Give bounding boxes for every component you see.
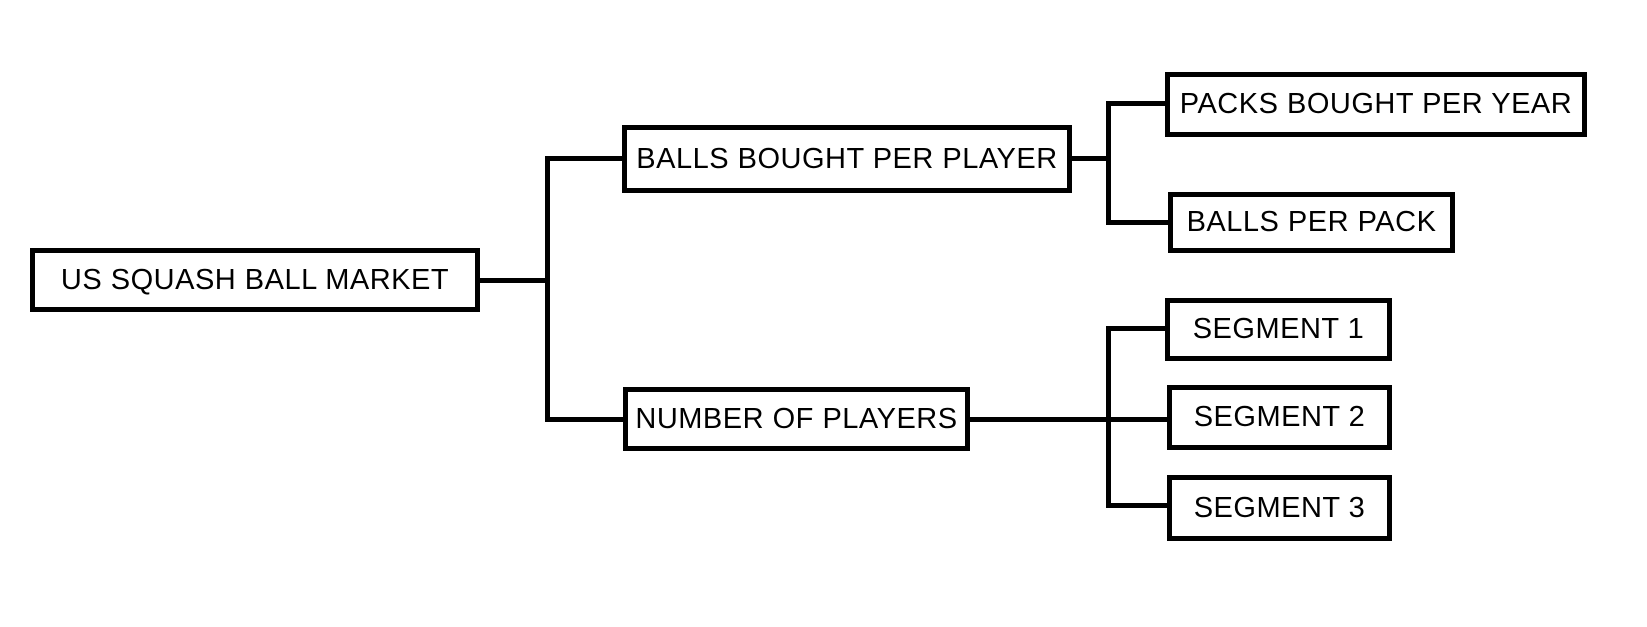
node-packs-bought-per-year: PACKS BOUGHT PER YEAR <box>1165 72 1587 137</box>
connector-branch-number-of-players <box>545 417 626 422</box>
connector-branch-packs-bought <box>1106 101 1168 106</box>
node-segment-1: SEGMENT 1 <box>1165 298 1392 361</box>
connector-branch-balls-per-pack <box>1106 220 1171 225</box>
connector-number-of-players-stub <box>967 417 1170 422</box>
node-balls-per-pack: BALLS PER PACK <box>1168 192 1455 253</box>
node-number-of-players: NUMBER OF PLAYERS <box>623 387 970 451</box>
connector-level2b-vertical <box>1106 326 1111 508</box>
node-segment-2: SEGMENT 2 <box>1167 385 1392 450</box>
node-segment-3: SEGMENT 3 <box>1167 475 1392 541</box>
node-balls-bought-per-player: BALLS BOUGHT PER PLAYER <box>622 125 1072 193</box>
connector-level1-vertical <box>545 156 550 422</box>
connector-balls-bought-stub <box>1069 156 1111 161</box>
connector-root-stub <box>478 278 550 283</box>
connector-branch-segment-3 <box>1106 503 1170 508</box>
connector-branch-balls-bought <box>545 156 625 161</box>
connector-level2a-vertical <box>1106 101 1111 225</box>
connector-branch-segment-1 <box>1106 326 1168 331</box>
node-us-squash-ball-market: US SQUASH BALL MARKET <box>30 248 480 312</box>
